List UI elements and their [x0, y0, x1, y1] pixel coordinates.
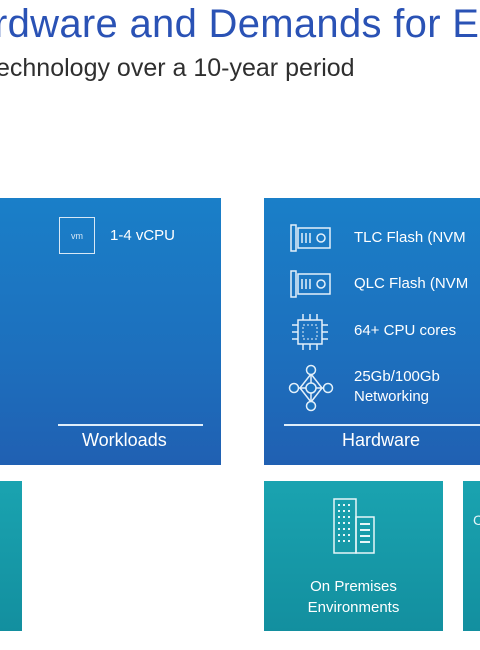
- on-premises-label-line2: Environments: [307, 599, 400, 616]
- network-icon: [288, 364, 334, 412]
- hardware-label: Hardware: [342, 430, 421, 450]
- environment-tile-right: C: [463, 481, 480, 631]
- hardware-panel: TLC Flash (NVM QLC Flash (NVM 64+ CPU co…: [264, 198, 480, 465]
- hardware-item-qlc: QLC Flash (NVM: [354, 275, 469, 292]
- on-premises-label: On Premises Environments: [264, 576, 443, 618]
- hardware-item-network: 25Gb/100Gb: [354, 368, 440, 385]
- page-subtitle: echnology over a 10-year period: [0, 54, 355, 82]
- hardware-item-cpu: 64+ CPU cores: [354, 322, 457, 339]
- on-premises-label-line1: On Premises: [310, 578, 397, 595]
- hardware-item-tlc: TLC Flash (NVM: [354, 229, 466, 246]
- hardware-divider: [284, 424, 480, 426]
- building-icon: [333, 498, 375, 554]
- workloads-label: Workloads: [82, 430, 167, 450]
- vm-icon: vm: [59, 217, 95, 254]
- hardware-item-network-line2: Networking: [354, 388, 430, 405]
- flash-drive-icon: [290, 224, 331, 252]
- on-premises-tile: On Premises Environments: [264, 481, 443, 631]
- vm-icon-label: vm: [71, 231, 83, 241]
- cpu-chip-icon: [292, 314, 328, 350]
- workloads-divider: [58, 424, 203, 426]
- vcpu-text: 1-4 vCPU: [110, 227, 176, 244]
- right-tile-partial-text: C: [473, 512, 480, 528]
- page-title: rdware and Demands for E: [0, 2, 480, 46]
- flash-drive-icon: [290, 270, 331, 298]
- environment-tile-left: [0, 481, 22, 631]
- workloads-panel: vm 1-4 vCPU Workloads: [0, 198, 221, 465]
